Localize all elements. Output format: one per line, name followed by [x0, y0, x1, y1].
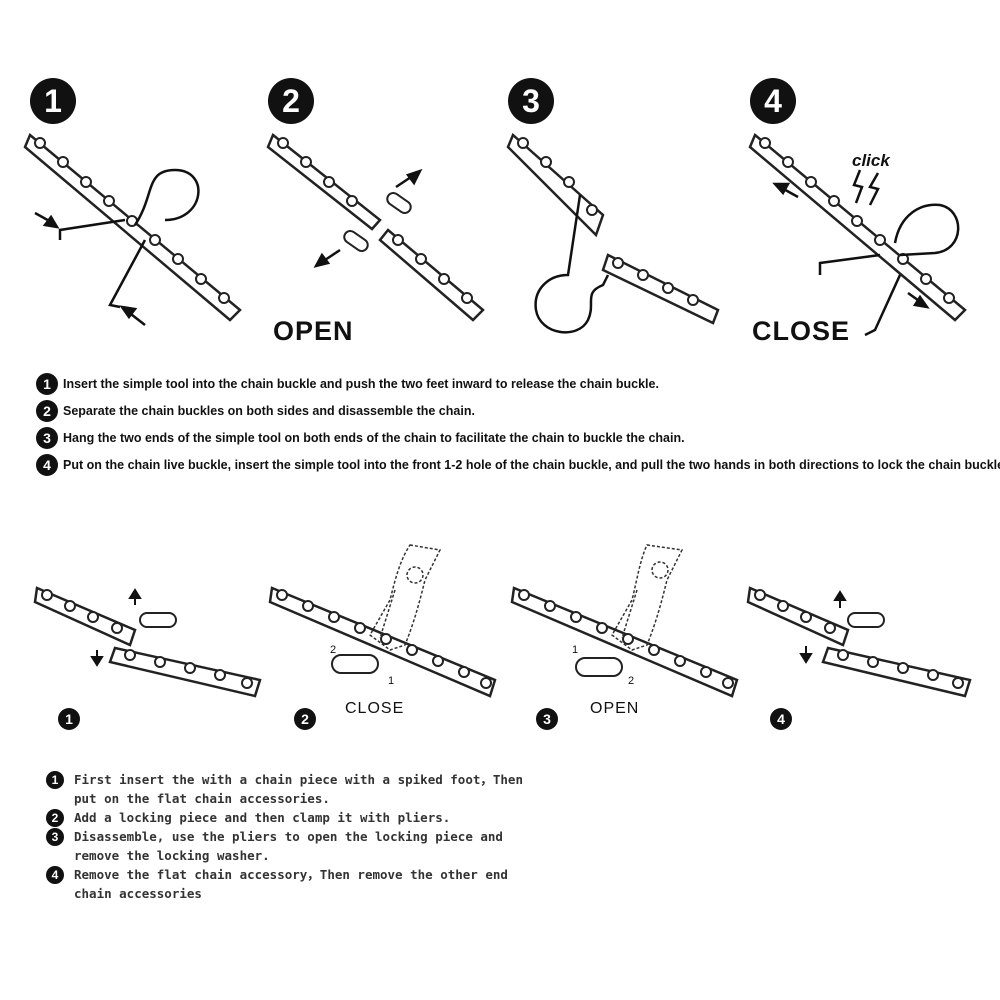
instruction-text-3: Hang the two ends of the simple tool on … [63, 431, 685, 445]
step-badge-2: 2 [268, 78, 314, 124]
open-label: OPEN [273, 316, 354, 346]
instruction-1: 1 Insert the simple tool into the chain … [36, 373, 659, 395]
bottom-marker-2b: 2 [628, 675, 635, 687]
instruction-2: 2 Separate the chain buckles on both sid… [36, 400, 475, 422]
bottom-step3-illustration [510, 544, 739, 698]
step2-illustration [266, 132, 485, 322]
instruction-badge-1: 1 [36, 373, 58, 395]
instruction-badge-2: 2 [36, 400, 58, 422]
bottom-marker-1: 1 [388, 675, 395, 687]
bottom-badge-3: 3 [536, 708, 558, 730]
note-text-2: Add a locking piece and then clamp it wi… [74, 810, 451, 825]
click-sparks [852, 169, 880, 206]
step3-illustration [506, 132, 720, 334]
note-text-1: First insert the with a chain piece with… [74, 772, 523, 806]
bottom-step2-illustration [268, 544, 497, 698]
bottom-badge-1: 1 [58, 708, 80, 730]
note-1: 1 First insert the with a chain piece wi… [46, 770, 526, 808]
instruction-3: 3 Hang the two ends of the simple tool o… [36, 427, 685, 449]
bottom-marker-2: 2 [330, 644, 337, 656]
notes-list: 1 First insert the with a chain piece wi… [46, 770, 526, 903]
instruction-badge-4: 4 [36, 454, 58, 476]
note-2: 2 Add a locking piece and then clamp it … [46, 808, 526, 827]
note-4: 4 Remove the flat chain accessory，Then r… [46, 865, 526, 903]
instruction-text-4: Put on the chain live buckle, insert the… [63, 458, 1000, 472]
pliers-outline [369, 544, 442, 651]
note-badge-2: 2 [46, 809, 64, 827]
note-badge-4: 4 [46, 866, 64, 884]
tool-wire [58, 168, 200, 309]
note-badge-1: 1 [46, 771, 64, 789]
bottom-open-label: OPEN [590, 700, 640, 717]
bottom-step4-illustration [746, 586, 972, 698]
bottom-step1-illustration [33, 586, 262, 698]
note-text-3: Disassemble, use the pliers to open the … [74, 829, 503, 863]
click-label: click [852, 151, 890, 170]
note-3: 3 Disassemble, use the pliers to open th… [46, 827, 526, 865]
bottom-marker-1b: 1 [572, 644, 579, 656]
step-badge-3: 3 [508, 78, 554, 124]
instruction-4: 4 Put on the chain live buckle, insert t… [36, 454, 1000, 476]
instruction-text-2: Separate the chain buckles on both sides… [63, 404, 475, 418]
note-text-4: Remove the flat chain accessory，Then rem… [74, 867, 508, 901]
step-badge-1: 1 [30, 78, 76, 124]
instruction-text-1: Insert the simple tool into the chain bu… [63, 377, 659, 391]
step4-illustration [748, 132, 967, 337]
instruction-badge-3: 3 [36, 427, 58, 449]
step-badge-4: 4 [750, 78, 796, 124]
step1-illustration [23, 132, 242, 326]
arrows [34, 211, 146, 326]
bottom-badge-2: 2 [294, 708, 316, 730]
chain-rollers [34, 137, 230, 304]
note-badge-3: 3 [46, 828, 64, 846]
bottom-badge-4: 4 [770, 708, 792, 730]
bottom-close-label: CLOSE [345, 700, 405, 717]
quick-link-parts [343, 191, 412, 253]
close-label: CLOSE [752, 316, 851, 346]
chain-strip [23, 132, 242, 322]
